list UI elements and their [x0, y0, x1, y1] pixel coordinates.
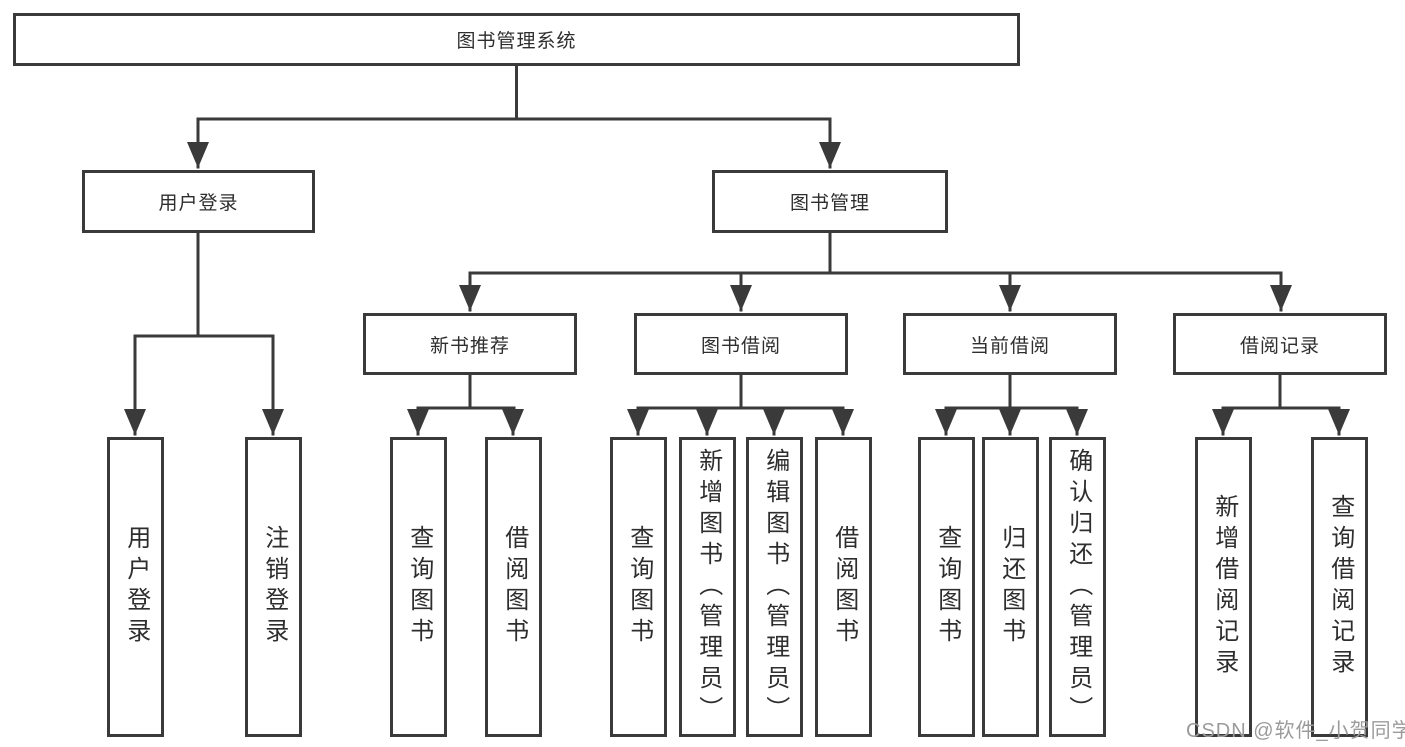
- leaf-edit-book-admin-label: 编辑图书（管理员）: [761, 447, 789, 727]
- leaf-query-books-recommend: 查询图书: [390, 437, 447, 737]
- leaf-query-books-borrow: 查询图书: [610, 437, 667, 737]
- leaf-query-books-recommend-label: 查询图书: [405, 525, 433, 649]
- leaf-return-book: 归还图书: [982, 437, 1039, 737]
- leaf-edit-book-admin: 编辑图书（管理员）: [746, 437, 803, 737]
- leaf-add-borrow-record-label: 新增借阅记录: [1210, 494, 1238, 680]
- leaf-borrow-books-recommend-label: 借阅图书: [500, 525, 528, 649]
- node-current-borrowing-label: 当前借阅: [969, 335, 1050, 357]
- leaf-return-book-label: 归还图书: [997, 525, 1025, 649]
- leaf-query-books-borrow-label: 查询图书: [625, 525, 653, 649]
- leaf-query-books-current-label: 查询图书: [933, 525, 961, 649]
- leaf-logout: 注销登录: [245, 437, 302, 737]
- leaf-add-book-admin-label: 新增图书（管理员）: [694, 447, 722, 727]
- node-user-login-label: 用户登录: [158, 193, 239, 214]
- node-book-borrowing: 图书借阅: [634, 313, 848, 375]
- connector-root-to-level2: [187, 62, 841, 169]
- node-root: 图书管理系统: [13, 13, 1020, 66]
- leaf-confirm-return-admin: 确认归还（管理员）: [1049, 437, 1106, 737]
- csdn-watermark: CSDN @软件_小贺同学: [1186, 720, 1405, 742]
- connector-new-book-to-leaves: [407, 371, 524, 436]
- connector-book-management-to-level3: [459, 229, 1292, 312]
- leaf-borrow-books: 借阅图书: [815, 437, 872, 737]
- connector-current-borrowing-to-leaves: [935, 371, 1088, 436]
- node-new-book-recommendation-label: 新书推荐: [429, 335, 510, 357]
- leaf-add-borrow-record: 新增借阅记录: [1195, 437, 1252, 737]
- node-book-management-label: 图书管理: [789, 193, 870, 214]
- leaf-borrow-books-recommend: 借阅图书: [485, 437, 542, 737]
- connector-user-login-to-leaves: [124, 229, 284, 436]
- connector-borrowing-records-to-leaves: [1212, 371, 1350, 436]
- node-current-borrowing: 当前借阅: [903, 313, 1117, 375]
- leaf-borrow-books-label: 借阅图书: [830, 525, 858, 649]
- leaf-add-book-admin: 新增图书（管理员）: [679, 437, 736, 737]
- leaf-query-borrow-record-label: 查询借阅记录: [1326, 494, 1354, 680]
- node-borrowing-records: 借阅记录: [1173, 313, 1387, 375]
- node-book-borrowing-label: 图书借阅: [700, 335, 781, 357]
- leaf-user-login-label: 用户登录: [122, 525, 150, 649]
- leaf-logout-label: 注销登录: [260, 525, 288, 649]
- node-new-book-recommendation: 新书推荐: [363, 313, 577, 375]
- node-borrowing-records-label: 借阅记录: [1239, 335, 1320, 357]
- node-user-login: 用户登录: [82, 170, 315, 233]
- node-book-management: 图书管理: [712, 170, 948, 233]
- node-root-label: 图书管理系统: [456, 31, 577, 52]
- connector-book-borrowing-to-leaves: [627, 371, 854, 436]
- leaf-user-login: 用户登录: [107, 437, 164, 737]
- leaf-confirm-return-admin-label: 确认归还（管理员）: [1064, 447, 1092, 727]
- leaf-query-books-current: 查询图书: [918, 437, 975, 737]
- leaf-query-borrow-record: 查询借阅记录: [1311, 437, 1368, 737]
